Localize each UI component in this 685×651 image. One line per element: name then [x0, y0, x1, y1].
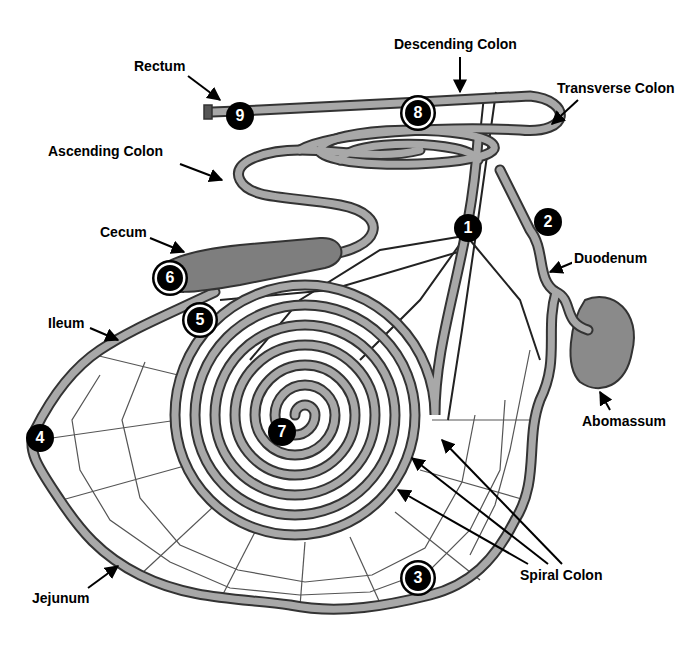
leader-arrow: [88, 566, 118, 588]
mesentery-vessel: [470, 350, 530, 555]
leader-arrow: [600, 392, 610, 410]
leader-arrow: [552, 100, 578, 124]
part-label: Duodenum: [572, 250, 649, 267]
callout-circle: [403, 98, 434, 129]
callout-circle: [403, 563, 434, 594]
callout-number: 9: [236, 107, 245, 125]
callout-number: 2: [544, 213, 553, 231]
callout-number: 7: [278, 423, 287, 441]
colon-loop-tube: [320, 130, 494, 164]
callout-circle: [268, 418, 296, 446]
callout-number: 5: [196, 311, 205, 329]
part-label: Ascending Colon: [46, 143, 165, 160]
callout-number: 6: [166, 269, 175, 287]
part-label: Ileum: [46, 315, 87, 332]
part-label: Abomassum: [580, 413, 668, 430]
callout-number: 4: [36, 429, 45, 447]
part-label: Transverse Colon: [555, 80, 677, 97]
leader-arrow: [412, 458, 548, 564]
callout-circle: [152, 260, 188, 296]
leader-arrow: [150, 238, 184, 252]
callout-number: 8: [414, 104, 423, 122]
callout-circle: [400, 95, 436, 131]
callout-circle: [157, 265, 183, 291]
mesentery-vessel: [95, 355, 178, 375]
mesentery-vessel: [38, 420, 178, 440]
callout-circle: [405, 565, 431, 591]
callout-circle: [226, 102, 254, 130]
abomasum-shape: [571, 297, 634, 388]
callout-circles: [26, 95, 562, 596]
callout-circle: [534, 208, 562, 236]
root-vessel: [470, 240, 540, 360]
mesentery-vessel: [300, 542, 305, 606]
callout-circle: [400, 560, 436, 596]
mesentery-vessel: [420, 470, 525, 500]
leader-arrow: [550, 262, 574, 272]
leader-arrow: [90, 328, 118, 340]
spiral-colon-tube: [175, 140, 478, 535]
leader-arrow: [459, 57, 461, 92]
leader-arrow: [398, 490, 528, 564]
mesentery-vessel: [62, 465, 188, 500]
callout-circle: [454, 214, 482, 242]
part-label: Cecum: [98, 224, 149, 241]
intestine-fill: [32, 96, 588, 609]
leader-arrow: [188, 76, 220, 100]
colon-loop-tube: [320, 130, 494, 164]
callout-circle: [405, 100, 431, 126]
spiral-colon-tube: [175, 140, 478, 535]
rectum-end: [204, 105, 212, 119]
leader-arrow: [442, 440, 562, 564]
colon-loop-tube: [340, 144, 478, 160]
callout-circle: [26, 424, 54, 452]
part-label: Spiral Colon: [518, 567, 604, 584]
part-label: Descending Colon: [392, 36, 519, 53]
intestine-outline: [32, 96, 588, 609]
part-label: Rectum: [132, 58, 187, 75]
leader-arrow: [180, 164, 222, 180]
callout-circle: [187, 307, 213, 333]
callout-circle: [182, 302, 218, 338]
callout-circle: [185, 305, 216, 336]
callout-number: 3: [414, 569, 423, 587]
callout-circle: [155, 263, 186, 294]
callout-number: 1: [464, 219, 473, 237]
leader-arrows: [88, 57, 610, 588]
part-label: Jejunum: [30, 590, 92, 607]
